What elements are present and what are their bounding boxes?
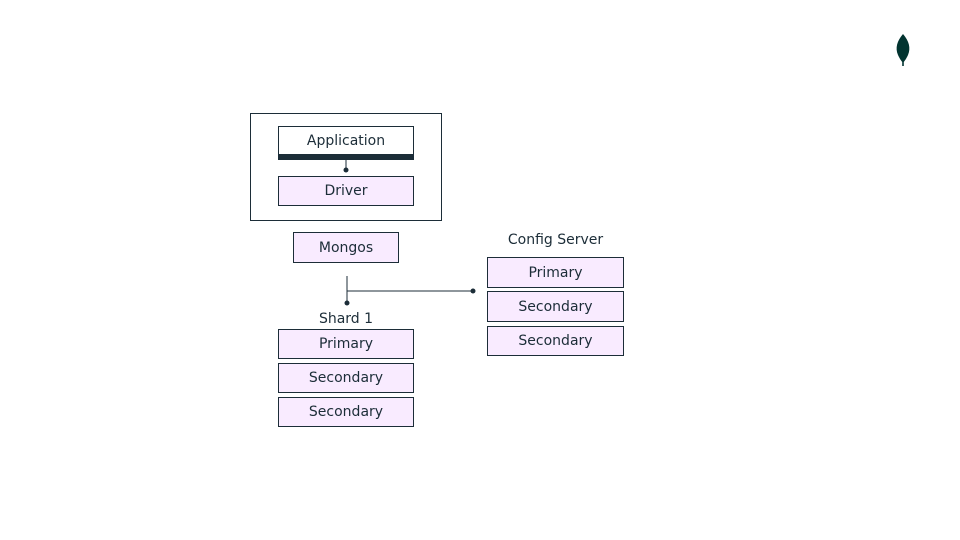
mongos-shard-connector-dot (344, 300, 350, 306)
config-server-title: Config Server (507, 232, 604, 248)
application-label: Application (306, 132, 386, 149)
driver-label: Driver (324, 183, 368, 199)
leaf-logo-icon (893, 32, 913, 72)
shard-member-primary: Primary (278, 329, 414, 359)
shard-member-secondary: Secondary (278, 363, 414, 393)
config-server-member-secondary: Secondary (487, 291, 624, 322)
shard-member-label: Secondary (308, 370, 384, 386)
config-server-member-label: Secondary (518, 333, 593, 349)
app-driver-connector-dot (343, 167, 349, 173)
shard-member-secondary: Secondary (278, 397, 414, 427)
mongos-label: Mongos (318, 239, 374, 256)
driver-box: Driver (278, 176, 414, 206)
config-server-member-label: Secondary (518, 298, 593, 315)
application-underline (278, 155, 414, 160)
mongos-config-connector-dot (470, 288, 476, 294)
mongos-box: Mongos (293, 232, 399, 263)
shard-member-label: Secondary (308, 404, 384, 420)
client-frame (250, 113, 442, 221)
shard-member-label: Primary (318, 336, 374, 352)
config-server-member-secondary: Secondary (487, 326, 624, 356)
application-box: Application (278, 126, 414, 155)
config-server-member-label: Primary (528, 264, 583, 281)
config-server-member-primary: Primary (487, 257, 624, 288)
shard-title: Shard 1 (318, 311, 374, 327)
